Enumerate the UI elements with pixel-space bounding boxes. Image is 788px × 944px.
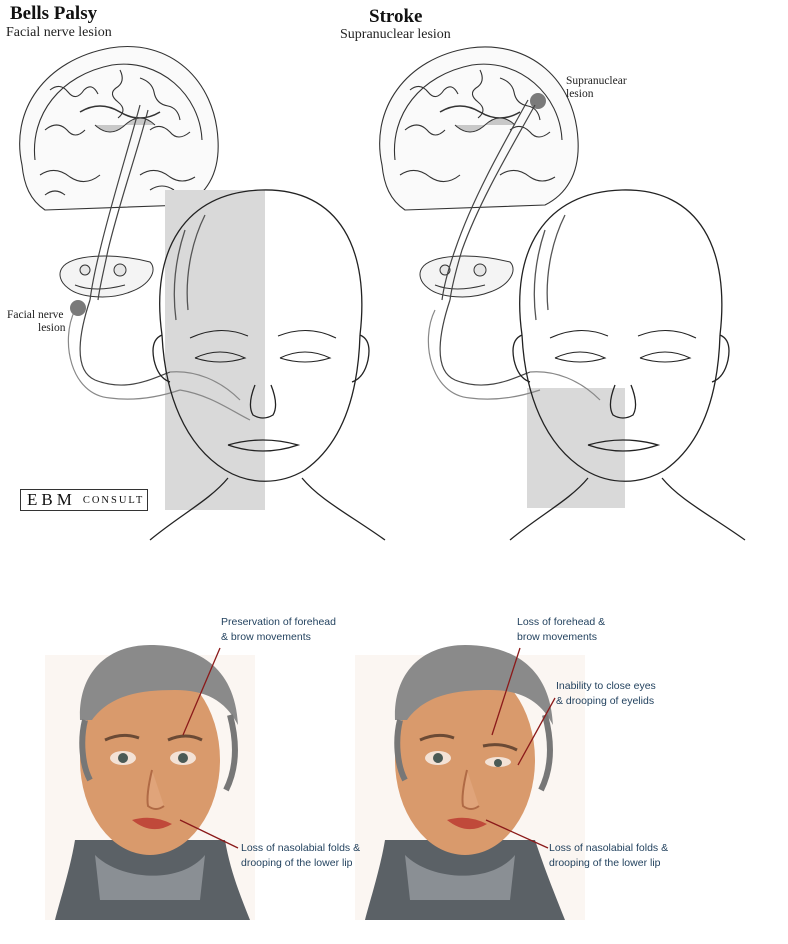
right-lip-pointer [485,819,549,849]
right-lesion-dot [530,93,546,109]
stroke-lesion-label-line1: Supranuclear [566,75,627,87]
right-patient-portrait [355,645,585,920]
right-eyes-annotation-line1: Inability to close eyes [556,680,656,692]
left-nerve-pathway [67,104,251,421]
right-forehead-annotation: Loss of forehead & brow movements [517,615,605,645]
annotation-pointers [179,647,556,849]
right-forehead-annotation-line2: brow movements [517,631,597,643]
left-head-outline [149,189,386,541]
right-head-outline [509,189,746,541]
left-brainstem-slice [59,255,154,298]
right-eyes-annotation-line2: & drooping of eyelids [556,695,655,707]
right-shaded-lower-quadrant [527,388,625,508]
right-forehead-annotation-line1: Loss of forehead & [517,616,606,628]
right-eye-pointer [517,697,556,766]
right-lip-annotation-line1: Loss of nasolabial folds & [549,842,669,854]
left-lip-pointer [179,819,239,849]
right-brain-section [379,46,579,211]
left-lip-annotation-line1: Loss of nasolabial folds & [241,842,361,854]
stroke-title: Stroke [369,6,423,27]
left-lip-annotation-line2: drooping of the lower lip [241,857,353,869]
stroke-lesion-label-line2: lesion [566,88,594,100]
right-brainstem-slice [419,255,514,298]
logo-ebm-text: EBM [27,490,76,509]
left-forehead-annotation-line2: & brow movements [221,631,311,643]
bells-lesion-label-line1: Facial nerve [7,309,64,321]
right-lip-annotation-line2: drooping of the lower lip [549,857,661,869]
left-forehead-annotation-line1: Preservation of forehead [221,616,336,628]
left-forehead-annotation: Preservation of forehead & brow movement… [221,615,336,645]
right-eyes-annotation: Inability to close eyes & drooping of ey… [556,679,656,709]
stroke-subtitle: Supranuclear lesion [340,27,451,42]
left-lip-annotation: Loss of nasolabial folds & drooping of t… [241,841,360,871]
left-shaded-half [165,190,265,510]
bells-palsy-subtitle: Facial nerve lesion [6,25,112,40]
left-patient-portrait [45,645,255,920]
right-lip-annotation: Loss of nasolabial folds & drooping of t… [549,841,668,871]
stroke-lesion-label: Supranuclear lesion [566,75,627,101]
ebm-consult-logo: EBM CONSULT [20,489,148,511]
bells-palsy-title: Bells Palsy [10,3,98,24]
left-brain-section [19,46,219,211]
right-forehead-pointer [491,647,521,736]
right-nerve-pathway [427,99,601,401]
bells-lesion-label-line2: lesion [38,322,66,334]
bells-lesion-label: Facial nerve lesion [7,309,65,335]
left-forehead-pointer [182,647,221,736]
left-lesion-dot [70,300,86,316]
logo-consult-text: CONSULT [82,494,145,506]
